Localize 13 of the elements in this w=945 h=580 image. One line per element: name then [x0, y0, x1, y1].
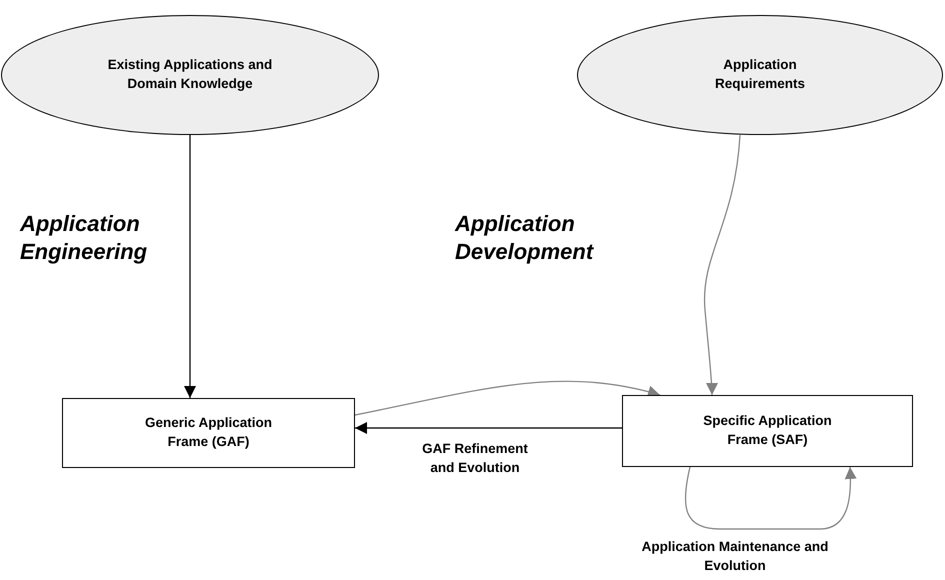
- arrow: [184, 135, 196, 398]
- process-box: [62, 398, 355, 468]
- node-label: Generic Application Frame (GAF): [144, 414, 274, 451]
- node-label: Application Requirements: [714, 56, 806, 93]
- arrow: [704, 134, 741, 395]
- node-label: Existing Applications and Domain Knowledge: [106, 56, 274, 93]
- arrow: [355, 422, 622, 434]
- process-box: [622, 395, 913, 467]
- arrow: [684, 466, 857, 530]
- arrow: [354, 380, 660, 416]
- phase-label: Application Development: [455, 210, 595, 265]
- node-label: Specific Application Frame (SAF): [702, 412, 833, 449]
- phase-label: Application Engineering: [20, 210, 148, 265]
